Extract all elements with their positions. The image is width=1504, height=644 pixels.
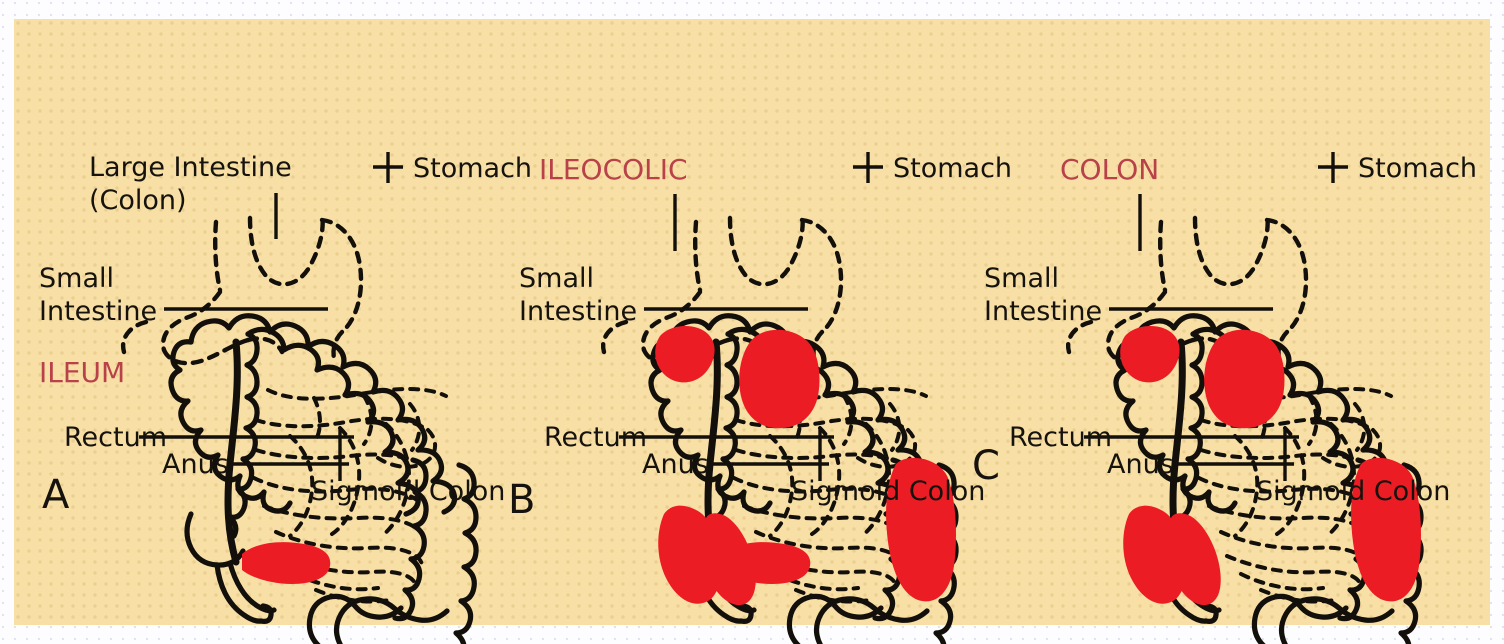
label-small-intestine-2-a: Intestine [39,296,157,327]
panel-a: Large Intestine (Colon) Stomach Small In… [39,152,532,644]
label-anus-b: Anus [642,449,709,480]
label-sigmoid-colon-a: Sigmoid Colon [311,476,505,507]
lesion-hepatic-b [655,325,715,383]
panel-letter-b: B [508,477,535,523]
label-sigmoid-colon-c: Sigmoid Colon [1256,476,1450,507]
lesion-transverse-c [1204,329,1285,429]
label-highlight-ileocolic: ILEOCOLIC [539,153,688,186]
label-small-intestine-2-b: Intestine [519,296,637,327]
panel-c: COLON Stomach Small Intestine Rectum Anu… [972,152,1477,644]
lesion-transverse-b [739,329,820,429]
panel-letter-c: C [972,443,1000,489]
label-rectum-c: Rectum [1009,422,1112,453]
label-large-intestine-colon-a: (Colon) [89,185,187,216]
label-stomach-c: Stomach [1358,153,1477,184]
label-rectum-b: Rectum [544,422,647,453]
label-stomach-a: Stomach [413,153,532,184]
label-highlight-ileum: ILEUM [39,356,125,389]
label-small-intestine-a: Small [39,263,114,294]
panel-letter-a: A [42,472,70,518]
label-stomach-b: Stomach [893,153,1012,184]
label-large-intestine-a: Large Intestine [89,152,292,183]
label-anus-a: Anus [162,449,229,480]
figure-canvas: Large Intestine (Colon) Stomach Small In… [14,19,1490,625]
label-small-intestine-c: Small [984,263,1059,294]
label-sigmoid-colon-b: Sigmoid Colon [791,476,985,507]
label-rectum-a: Rectum [64,422,167,453]
lesion-hepatic-c [1120,325,1180,383]
lesion-ileum-a [242,542,331,584]
label-small-intestine-2-c: Intestine [984,296,1102,327]
label-highlight-colon: COLON [1060,153,1159,186]
panel-b: ILEOCOLIC Stomach Small Intestine Rectum… [508,152,1012,644]
label-anus-c: Anus [1107,449,1174,480]
gi-tract-diagram: Large Intestine (Colon) Stomach Small In… [39,152,1477,625]
lesion-cecum-c [1123,505,1221,606]
label-small-intestine-b: Small [519,263,594,294]
